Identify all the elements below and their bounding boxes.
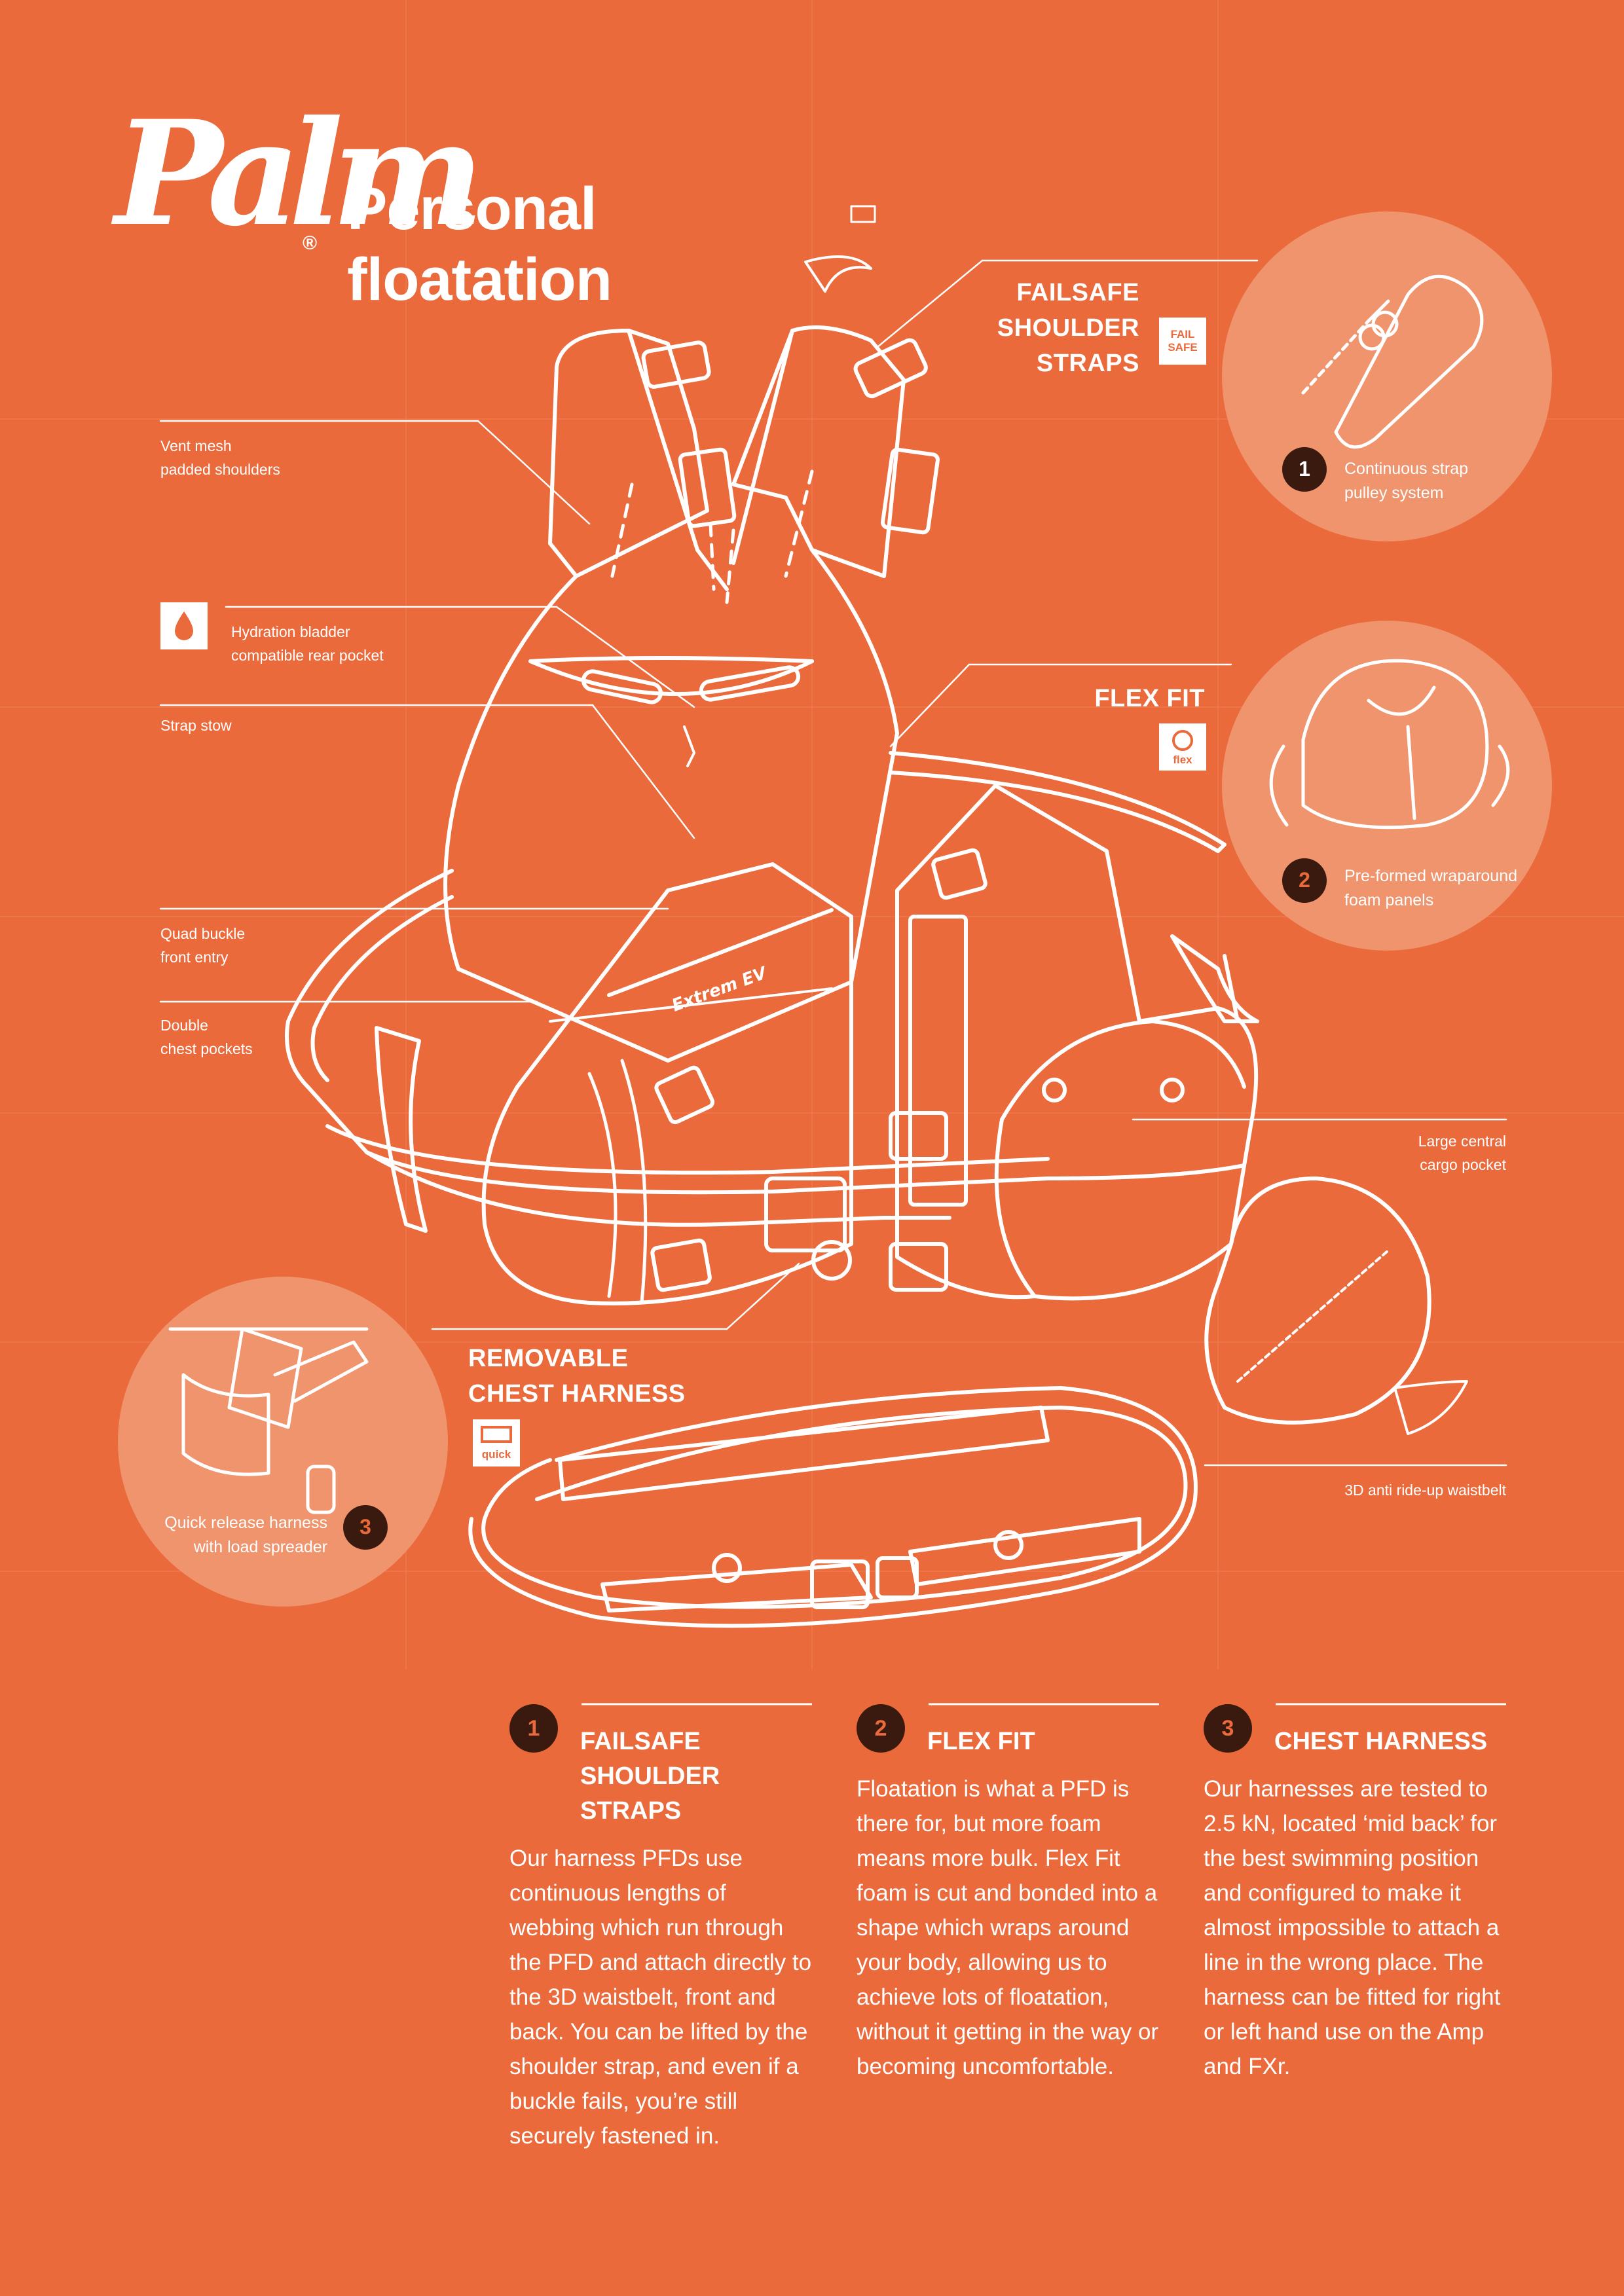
right-side-buckle — [931, 848, 987, 900]
page-title: Personal floatation — [347, 173, 612, 315]
column-title-1: FAILSAFE SHOULDER STRAPS — [580, 1728, 720, 1825]
flex-badge-symbol — [1172, 730, 1193, 751]
left-shoulder-buckle — [641, 340, 711, 389]
callout-number-2-bg — [1282, 858, 1327, 903]
callout-caption-2: Pre-formed wraparound foam panels — [1344, 867, 1518, 909]
harness-buckle — [810, 1559, 870, 1609]
callout-number-3: 3 — [360, 1515, 371, 1539]
pulley-loop-icon — [1334, 274, 1484, 449]
chest-harness-strap — [481, 1406, 1188, 1609]
left-lower-buckle — [650, 1238, 712, 1292]
column-number-2: 2 — [874, 1716, 887, 1741]
label-cargo-pocket: Large central cargo pocket — [1418, 1133, 1506, 1173]
foam-panel-icon — [1301, 659, 1489, 829]
label-hydration: Hydration bladder compatible rear pocket — [231, 623, 384, 664]
right-front-panel — [895, 784, 1259, 1301]
callout-number-2: 2 — [1299, 868, 1310, 892]
column-body-2: Floatation is what a PFD is there for, b… — [857, 1776, 1159, 2079]
flexfit-heading: FLEX FIT — [1094, 685, 1205, 712]
column-title-3: CHEST HARNESS — [1274, 1728, 1488, 1755]
title-line-1: Personal — [347, 175, 597, 242]
column-number-1: 1 — [527, 1716, 540, 1741]
callout-caption-1: Continuous strap pulley system — [1344, 460, 1469, 502]
back-panel — [443, 548, 899, 1063]
column-headers-art — [509, 1703, 1506, 1753]
right-shoulder-buckle — [853, 338, 928, 399]
right-middle-buckle — [889, 1111, 948, 1161]
harness-release-icon — [181, 1373, 270, 1476]
failsafe-heading: FAILSAFE SHOULDER STRAPS — [997, 279, 1139, 377]
harness-heading: REMOVABLE CHEST HARNESS — [468, 1345, 686, 1408]
label-strap-stow: Strap stow — [160, 717, 232, 734]
callout-caption-3: Quick release harness with load spreader — [164, 1514, 327, 1556]
title-line-2: floatation — [347, 246, 612, 313]
central-chest-buckle — [764, 1176, 847, 1252]
left-side-buckle — [654, 1065, 715, 1125]
callout-number-1-bg — [1282, 447, 1327, 492]
right-shoulder-panel — [731, 325, 906, 578]
cargo-pocket — [1204, 1176, 1431, 1425]
column-number-3: 3 — [1221, 1716, 1234, 1741]
column-number-2-bg — [857, 1704, 905, 1753]
quick-badge-icon: quick — [473, 1419, 520, 1467]
column-body-1: Our harness PFDs use continuous lengths … — [509, 1846, 812, 2149]
callout-number-1: 1 — [1299, 457, 1310, 481]
column-number-3-bg — [1204, 1704, 1252, 1753]
label-vent-mesh: Vent mesh padded shoulders — [160, 437, 280, 478]
registered-mark: ® — [303, 232, 318, 254]
quick-badge-symbol — [481, 1426, 512, 1443]
left-front-panel — [481, 862, 853, 1305]
failsafe-badge-icon: FAIL SAFE — [1159, 318, 1206, 365]
column-body-3: Our harnesses are tested to 2.5 kN, loca… — [1204, 1776, 1501, 2079]
right-lower-buckle — [889, 1242, 948, 1292]
column-title-2: FLEX FIT — [927, 1728, 1035, 1755]
callout-number-3-bg — [343, 1505, 388, 1550]
label-quad-buckle: Quad buckle front entry — [160, 925, 246, 966]
label-waistbelt: 3D anti ride-up waistbelt — [1344, 1482, 1506, 1499]
flex-badge-icon: flex — [1159, 723, 1206, 771]
waistbelt-ring — [889, 751, 1227, 853]
column-number-1-bg — [509, 1704, 558, 1753]
label-double-pockets: Double chest pockets — [160, 1017, 253, 1057]
left-shoulder-panel — [548, 329, 709, 578]
water-drop-icon — [160, 602, 208, 649]
